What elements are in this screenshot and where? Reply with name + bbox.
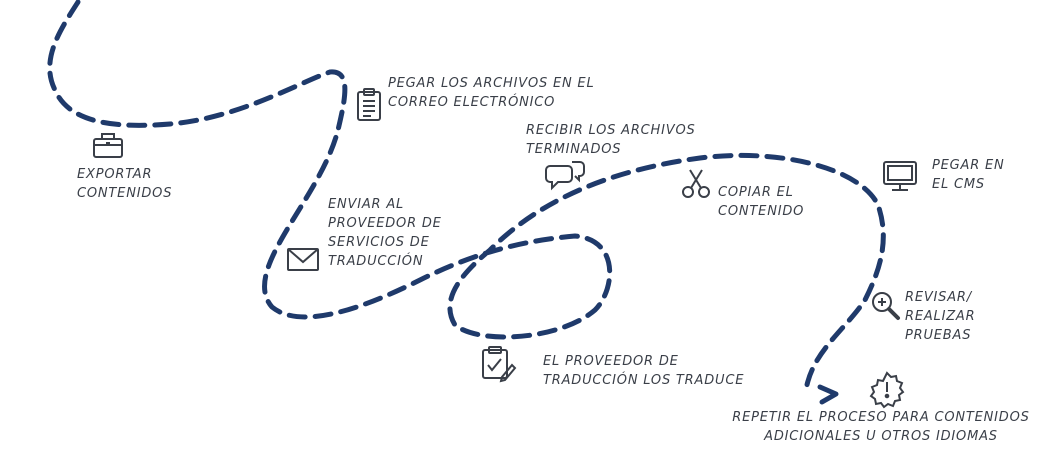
clipboard-icon (357, 88, 381, 121)
alert-badge-icon (869, 371, 905, 409)
step-label-review: REVISAR/ REALIZAR PRUEBAS (905, 290, 976, 343)
step-label-copy: COPIAR EL CONTENIDO (718, 185, 805, 219)
magnifier-icon (872, 292, 900, 320)
toolbox-icon (93, 133, 123, 158)
chat-bubbles-icon (545, 161, 585, 191)
arrow-head-icon (817, 384, 839, 405)
step-label-paste-email: PEGAR LOS ARCHIVOS EN EL CORREO ELECTRÓN… (388, 76, 595, 110)
scissors-icon (682, 169, 710, 198)
step-label-repeat: REPETIR EL PROCESO PARA CONTENIDOS ADICI… (732, 410, 1030, 444)
monitor-icon (883, 161, 917, 191)
step-label-translate: EL PROVEEDOR DE TRADUCCIÓN LOS TRADUCE (543, 354, 745, 388)
envelope-icon (287, 248, 319, 271)
step-label-send: ENVIAR AL PROVEEDOR DE SERVICIOS DE TRAD… (328, 197, 442, 269)
checklist-pencil-icon (482, 346, 517, 383)
step-label-export: EXPORTAR CONTENIDOS (77, 167, 173, 201)
step-label-paste-cms: PEGAR EN EL CMS (932, 158, 1005, 192)
workflow-path (47, 0, 886, 393)
step-label-receive: RECIBIR LOS ARCHIVOS TERMINADOS (526, 123, 696, 157)
